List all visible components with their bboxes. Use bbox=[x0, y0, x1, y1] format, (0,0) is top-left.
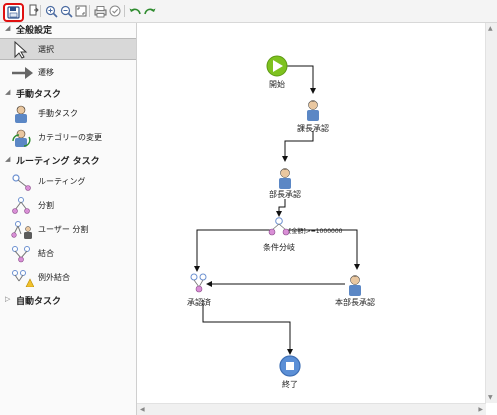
connector[interactable] bbox=[194, 229, 272, 272]
print-button[interactable] bbox=[92, 3, 108, 19]
category-label: ルーティング タスク bbox=[16, 157, 100, 167]
person-task-node[interactable] bbox=[279, 168, 291, 190]
toolbar bbox=[0, 0, 497, 23]
undo-button[interactable] bbox=[127, 3, 143, 19]
scroll-right-icon[interactable]: ▶ bbox=[478, 406, 483, 413]
node-label-condition-split: 条件分岐 bbox=[263, 243, 295, 252]
palette-item-label: 分割 bbox=[38, 201, 54, 210]
palette-item-select[interactable]: 選択 bbox=[0, 38, 136, 60]
diagram-canvas[interactable]: 開始 課長承認 部長承認 条件分岐 [金額]>=1000000 本部長承認 承認… bbox=[137, 23, 497, 415]
category-label: 自動タスク bbox=[16, 297, 62, 307]
person-refresh-icon bbox=[12, 129, 31, 147]
palette-item-label: ルーティング bbox=[38, 177, 86, 186]
palette-item-split[interactable]: 分割 bbox=[0, 195, 136, 217]
palette: ◢ 全般設定 選択 遷移 ◢ 手動タスク 手動タスク bbox=[0, 23, 137, 415]
split-icon bbox=[12, 197, 30, 214]
end-node[interactable] bbox=[279, 355, 301, 377]
zoom-in-icon bbox=[45, 5, 58, 18]
collapse-icon: ◢ bbox=[5, 88, 11, 96]
connector[interactable] bbox=[286, 229, 360, 270]
cursor-icon bbox=[14, 41, 28, 59]
palette-item-join[interactable]: 結合 bbox=[0, 243, 136, 265]
redo-button[interactable] bbox=[142, 3, 158, 19]
join-gateway-node[interactable] bbox=[190, 273, 207, 293]
palette-item-transition[interactable]: 遷移 bbox=[0, 62, 136, 84]
connector[interactable] bbox=[202, 300, 293, 355]
zoom-out-button[interactable] bbox=[58, 3, 74, 19]
category-manual-task[interactable]: ◢ 手動タスク bbox=[0, 87, 136, 101]
expand-icon: ▷ bbox=[5, 295, 11, 303]
condition-label: [金額]>=1000000 bbox=[289, 228, 343, 235]
zoom-in-button[interactable] bbox=[43, 3, 59, 19]
fit-page-button[interactable] bbox=[73, 3, 89, 19]
person-icon bbox=[15, 105, 27, 123]
zoom-out-icon bbox=[60, 5, 73, 18]
palette-item-routing[interactable]: ルーティング bbox=[0, 171, 136, 193]
exception-join-icon bbox=[12, 270, 34, 287]
node-label-start: 開始 bbox=[269, 80, 285, 89]
palette-item-user-split[interactable]: ユーザー 分割 bbox=[0, 219, 136, 241]
palette-item-exception-join[interactable]: 例外結合 bbox=[0, 267, 136, 289]
arrow-icon bbox=[12, 67, 33, 79]
save-button[interactable] bbox=[3, 3, 24, 22]
print-icon bbox=[94, 5, 106, 17]
undo-icon bbox=[129, 8, 141, 15]
node-label-director-approval: 部長承認 bbox=[269, 190, 301, 199]
validate-icon bbox=[109, 5, 121, 17]
palette-item-label: ユーザー 分割 bbox=[38, 225, 89, 234]
horizontal-scrollbar[interactable]: ◀ ▶ bbox=[137, 403, 486, 415]
start-node[interactable] bbox=[266, 55, 288, 77]
scroll-up-icon[interactable]: ▲ bbox=[488, 25, 493, 32]
category-routing-task[interactable]: ◢ ルーティング タスク bbox=[0, 154, 136, 168]
vertical-scrollbar[interactable]: ▲ ▼ bbox=[485, 23, 497, 403]
palette-item-label: 遷移 bbox=[38, 68, 54, 77]
export-icon bbox=[29, 4, 39, 16]
diagram-svg bbox=[190, 55, 361, 377]
category-general[interactable]: ◢ 全般設定 bbox=[0, 23, 136, 37]
connector[interactable] bbox=[282, 131, 314, 162]
node-label-end: 終了 bbox=[282, 380, 298, 389]
connector[interactable] bbox=[285, 65, 316, 94]
node-label-approved: 承認済 bbox=[187, 298, 211, 307]
redo-icon bbox=[144, 8, 156, 15]
export-button[interactable] bbox=[26, 3, 42, 19]
palette-item-label: 例外結合 bbox=[38, 273, 70, 282]
validate-button[interactable] bbox=[107, 3, 123, 19]
palette-item-label: 手動タスク bbox=[38, 109, 78, 118]
collapse-icon: ◢ bbox=[5, 24, 11, 32]
palette-item-label: 選択 bbox=[38, 45, 54, 54]
scroll-down-icon[interactable]: ▼ bbox=[488, 394, 493, 401]
palette-item-label: カテゴリーの変更 bbox=[38, 133, 102, 142]
person-task-node[interactable] bbox=[307, 100, 319, 122]
connector[interactable] bbox=[276, 199, 286, 217]
palette-item-label: 結合 bbox=[38, 249, 54, 258]
person-task-node[interactable] bbox=[349, 275, 361, 297]
category-label: 手動タスク bbox=[16, 90, 62, 100]
user-split-icon bbox=[11, 221, 32, 239]
category-auto-task[interactable]: ▷ 自動タスク bbox=[0, 294, 136, 308]
condition-gateway-node[interactable] bbox=[268, 217, 290, 236]
join-icon bbox=[12, 246, 30, 263]
collapse-icon: ◢ bbox=[5, 155, 11, 163]
palette-item-manual-task[interactable]: 手動タスク bbox=[0, 103, 136, 125]
save-icon bbox=[7, 6, 20, 19]
scroll-left-icon[interactable]: ◀ bbox=[140, 406, 145, 413]
palette-item-change-category[interactable]: カテゴリーの変更 bbox=[0, 127, 136, 149]
category-label: 全般設定 bbox=[16, 26, 53, 36]
fit-page-icon bbox=[75, 5, 87, 17]
routing-icon bbox=[12, 174, 31, 191]
node-label-manager-approval: 課長承認 bbox=[297, 124, 329, 133]
node-label-division-head-approval: 本部長承認 bbox=[335, 298, 375, 307]
